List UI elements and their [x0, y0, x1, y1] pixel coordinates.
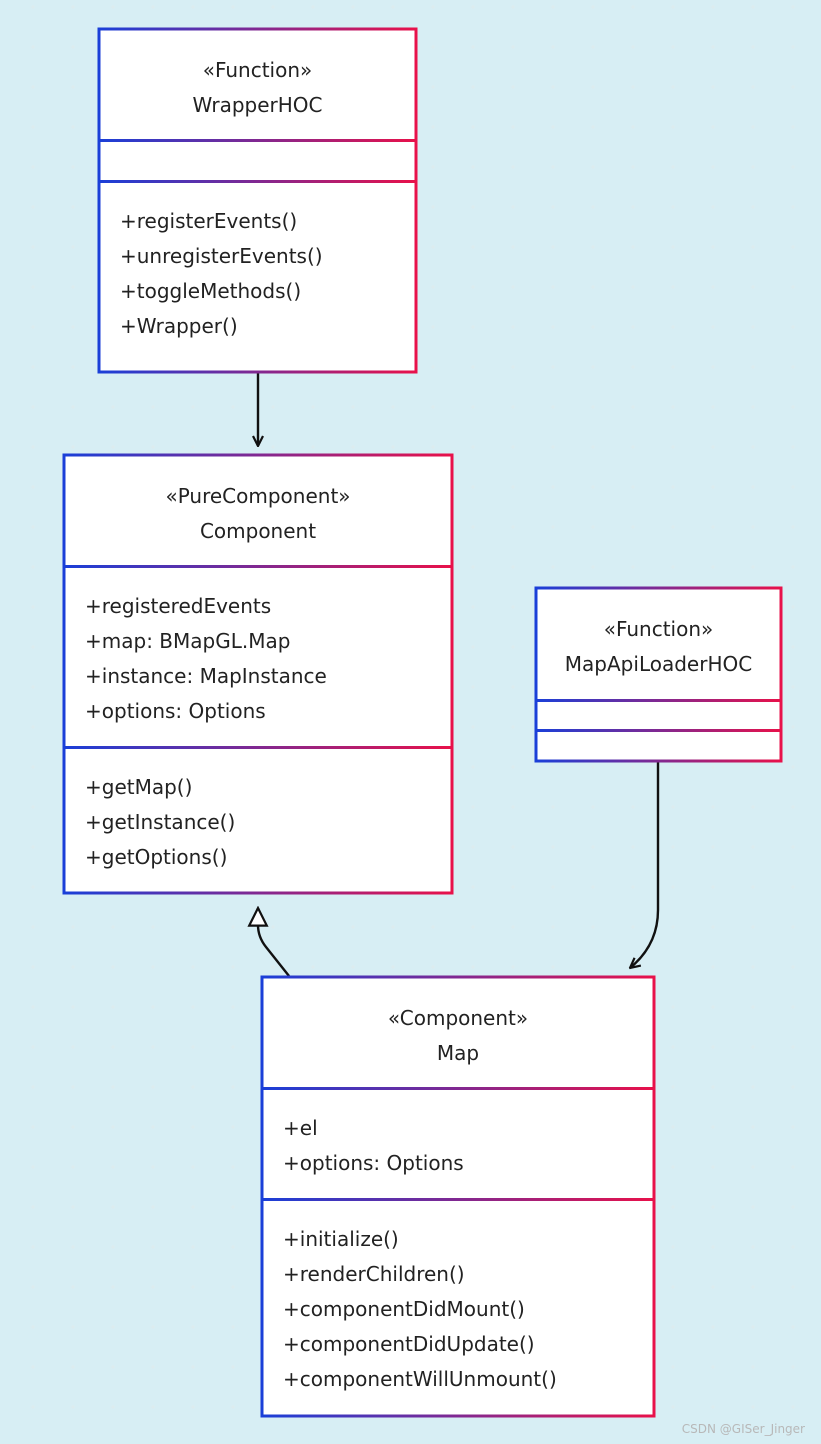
- class-method: +componentDidMount(): [283, 1297, 525, 1321]
- class-component: «PureComponent» Component +registeredEvent…: [62, 453, 454, 895]
- class-stereotype: «PureComponent»: [165, 484, 350, 508]
- class-attribute: +options: Options: [283, 1151, 464, 1175]
- compartment-divider: [64, 746, 452, 749]
- class-method: +toggleMethods(): [120, 279, 301, 303]
- class-name: MapApiLoaderHOC: [565, 652, 752, 676]
- watermark: CSDN @GISer_Jinger: [681, 1422, 805, 1436]
- compartment-divider: [262, 1198, 654, 1201]
- class-attribute: +registeredEvents: [85, 594, 271, 618]
- compartment-divider: [536, 699, 781, 702]
- class-name: Component: [200, 519, 316, 543]
- class-wrapper-hoc: «Function» WrapperHOC +registerEvents() +un…: [97, 27, 418, 374]
- class-stereotype: «Function»: [203, 58, 313, 82]
- class-method: +Wrapper(): [120, 314, 238, 338]
- compartment-divider: [262, 1087, 654, 1090]
- class-name: WrapperHOC: [192, 93, 322, 117]
- compartment-divider: [64, 565, 452, 568]
- class-name: Map: [437, 1041, 479, 1065]
- class-map-api-loader-hoc: «Function» MapApiLoaderHOC: [534, 586, 783, 763]
- class-method: +getInstance(): [85, 810, 235, 834]
- class-stereotype: «Function»: [604, 617, 714, 641]
- class-attribute: +el: [283, 1116, 318, 1140]
- class-method: +renderChildren(): [283, 1262, 465, 1286]
- class-map: «Component» Map +el +options: Options +initi…: [260, 975, 656, 1418]
- class-stereotype: «Component»: [388, 1006, 528, 1030]
- edge-map-inherits-component: [258, 908, 290, 977]
- class-attribute: +map: BMapGL.Map: [85, 629, 290, 653]
- class-method: +initialize(): [283, 1227, 399, 1251]
- compartment-divider: [99, 139, 416, 142]
- class-method: +componentDidUpdate(): [283, 1332, 535, 1356]
- compartment-divider: [536, 729, 781, 732]
- compartment-divider: [99, 180, 416, 183]
- class-method: +registerEvents(): [120, 209, 297, 233]
- class-method: +componentWillUnmount(): [283, 1367, 557, 1391]
- class-method: +getMap(): [85, 775, 192, 799]
- class-attribute: +instance: MapInstance: [85, 664, 327, 688]
- edge-mapapiloaderhoc-to-map: [630, 761, 660, 968]
- class-method: +getOptions(): [85, 845, 227, 869]
- class-attribute: +options: Options: [85, 699, 266, 723]
- class-method: +unregisterEvents(): [120, 244, 323, 268]
